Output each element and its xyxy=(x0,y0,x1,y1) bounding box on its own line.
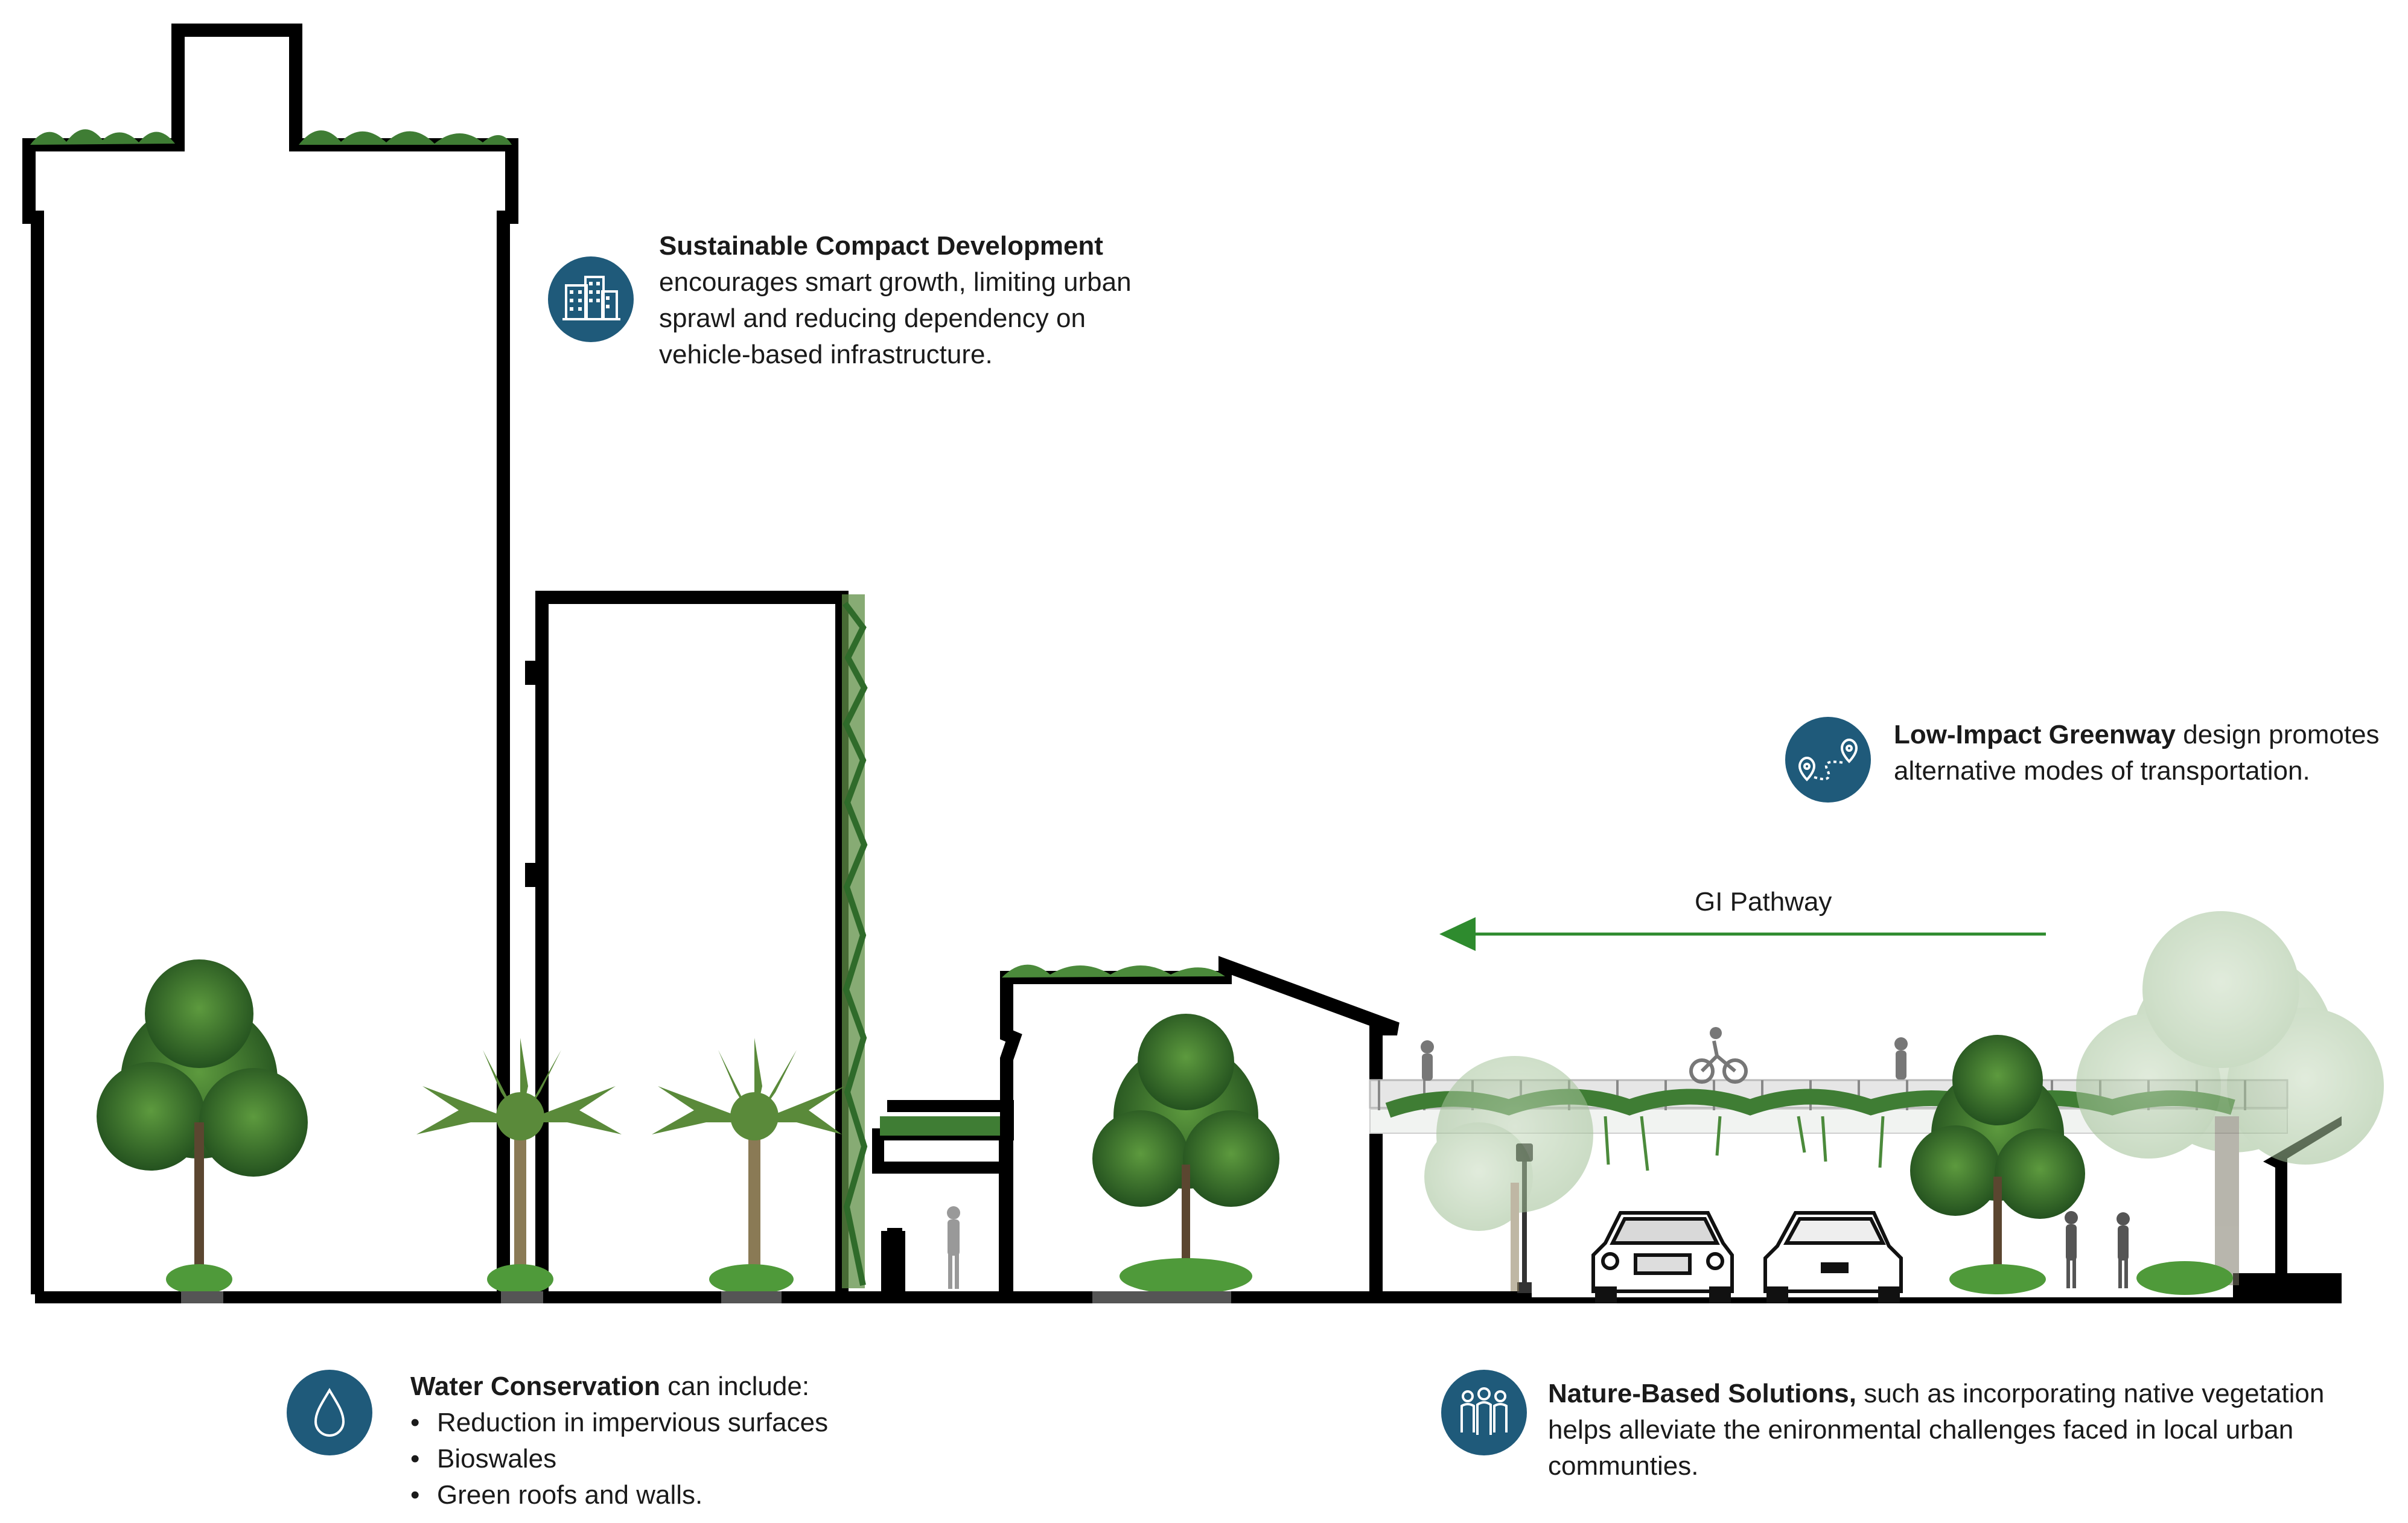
mid-building-outline xyxy=(535,591,849,1294)
house-outline xyxy=(1000,956,1400,1294)
tall-tower-outline xyxy=(22,24,518,1294)
green-wall xyxy=(842,594,868,1288)
callout-compact-development: Sustainable Compact Development encourag… xyxy=(659,228,1154,373)
house-roof-garden xyxy=(1002,964,1225,978)
bridge-pedestrians xyxy=(1421,1037,1908,1081)
balcony-planter xyxy=(880,1116,1007,1136)
callout-greenway: Low-Impact Greenway design promotes alte… xyxy=(1894,717,2389,789)
buildings-icon xyxy=(548,256,634,342)
tower-roof-garden xyxy=(30,129,512,145)
callout-greenway-body: design promotes alternative modes of tra… xyxy=(1894,720,2380,786)
ground-line xyxy=(35,1291,1532,1303)
tree-house xyxy=(1092,1014,1279,1291)
callout-nature-body: such as incorporating native vegetation … xyxy=(1548,1379,2325,1481)
faded-street-tree xyxy=(1424,1056,1593,1291)
mid-building-notch-1 xyxy=(525,661,543,685)
callout-compact-title: Sustainable Compact Development xyxy=(659,231,1103,261)
tree-tower xyxy=(97,959,308,1291)
callout-nature-title: Nature-Based Solutions, xyxy=(1548,1379,1856,1408)
plaza-pedestrian xyxy=(947,1206,960,1289)
ground-shrubs xyxy=(166,1258,2233,1295)
community-people-icon xyxy=(1441,1370,1527,1455)
planter-bases xyxy=(181,1291,1231,1303)
mid-building-notch-2 xyxy=(525,863,543,887)
road-pedestrians xyxy=(2065,1211,2130,1288)
route-pin-icon xyxy=(1785,717,1871,803)
callout-water-body: can include: xyxy=(660,1372,810,1401)
callout-water-title: Water Conservation xyxy=(410,1372,661,1401)
water-drop-icon xyxy=(287,1370,372,1455)
bridge-cyclist xyxy=(1689,1027,1748,1084)
door-block xyxy=(881,1231,905,1291)
gi-pathway-arrow xyxy=(1439,917,2046,951)
palm-tree-1 xyxy=(416,1038,622,1291)
callout-water-conservation: Water Conservation can include: Reductio… xyxy=(410,1369,954,1513)
gi-pathway-label: GI Pathway xyxy=(1695,887,1832,917)
callout-greenway-title: Low-Impact Greenway xyxy=(1894,720,2176,749)
callout-compact-body: encourages smart growth, limiting urban … xyxy=(659,267,1132,369)
list-item: Bioswales xyxy=(410,1441,954,1477)
car-front-left xyxy=(1591,1211,1734,1303)
faded-oak-tree xyxy=(2076,911,2384,1285)
car-rear-right xyxy=(1763,1211,1903,1303)
callout-water-list: Reduction in impervious surfaces Bioswal… xyxy=(410,1405,954,1513)
tree-road xyxy=(1910,1035,2085,1291)
callout-nature-based: Nature-Based Solutions, such as incorpor… xyxy=(1548,1376,2393,1484)
list-item: Green roofs and walls. xyxy=(410,1477,954,1513)
palm-tree-2 xyxy=(652,1038,845,1291)
list-item: Reduction in impervious surfaces xyxy=(410,1405,954,1441)
